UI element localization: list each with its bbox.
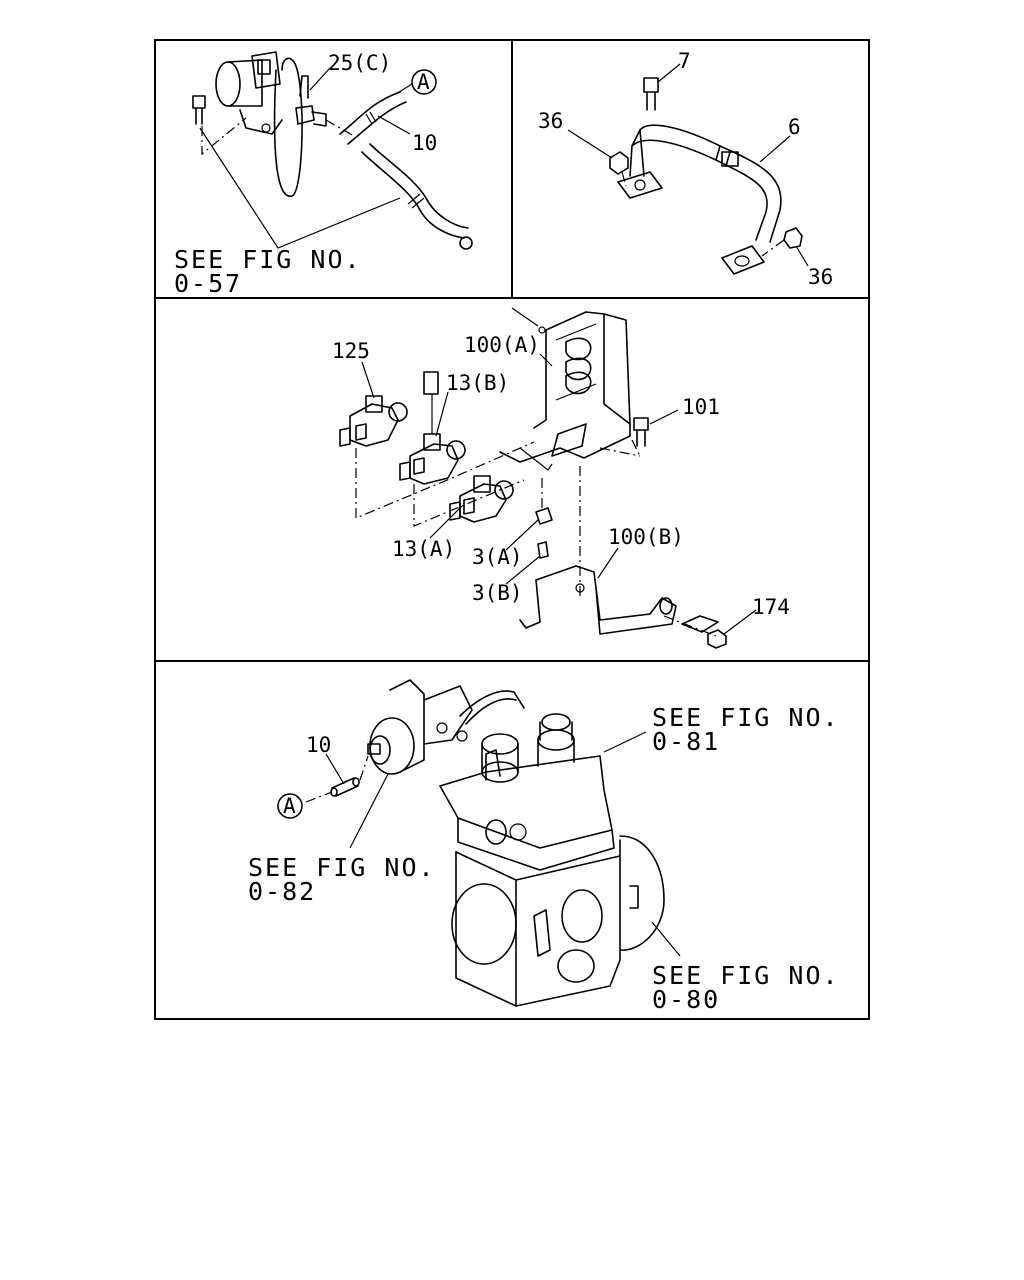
label-3a: 3(A) — [472, 545, 523, 569]
label-125: 125 — [332, 339, 370, 363]
leader-see-fig-81 — [603, 731, 647, 753]
leader-101 — [649, 409, 679, 425]
see-fig-80-number: 0-80 — [652, 985, 720, 1014]
leader-10 — [377, 115, 411, 135]
label-13a: 13(A) — [392, 537, 455, 561]
bracket-assembly-drawing — [339, 307, 727, 649]
leader-3b — [505, 555, 541, 585]
leader-100a — [539, 353, 553, 367]
leader-25c — [309, 67, 331, 91]
leader-6 — [759, 135, 791, 163]
label-3b: 3(B) — [472, 581, 523, 605]
label-13b: 13(B) — [446, 371, 509, 395]
leader-7 — [657, 63, 681, 83]
see-fig-80-text: SEE FIG NO. — [652, 961, 840, 990]
see-fig-text: SEE FIG NO. — [174, 245, 362, 274]
vsv-valve-drawing — [192, 51, 473, 250]
leader-10-bottom — [325, 753, 345, 785]
label-101: 101 — [682, 395, 720, 419]
label-10-bottom: 10 — [306, 733, 331, 757]
reference-circle-a — [411, 69, 437, 95]
label-10: 10 — [412, 131, 437, 155]
leader-a — [395, 83, 413, 95]
label-25c: 25(C) — [328, 51, 391, 75]
leader-3a — [505, 519, 539, 551]
diagram-frame — [154, 39, 870, 1020]
see-fig-82-text: SEE FIG NO. — [248, 853, 436, 882]
label-7: 7 — [678, 49, 691, 73]
leader-36-left — [567, 129, 613, 159]
label-174: 174 — [752, 595, 790, 619]
pipe-drawing — [609, 77, 803, 275]
leader-13b — [435, 391, 449, 437]
leader-174 — [723, 609, 757, 635]
see-fig-82-number: 0-82 — [248, 877, 316, 906]
leader-13a — [429, 505, 463, 539]
label-6: 6 — [788, 115, 801, 139]
panel-bottom: 10 A SEE FIG NO. 0-81 SEE FIG NO. 0-82 S… — [248, 679, 840, 1014]
see-fig-81-text: SEE FIG NO. — [652, 703, 840, 732]
leader-see-fig-80 — [651, 921, 681, 957]
label-100a: 100(A) — [464, 333, 540, 357]
leader-100b — [597, 547, 619, 579]
panel-top-right: 7 36 6 36 — [538, 49, 833, 289]
reference-circle-a-bottom — [277, 793, 303, 819]
leader-125 — [361, 361, 375, 399]
see-fig-81-number: 0-81 — [652, 727, 720, 756]
panel-top-left: 25(C) A 10 SEE FIG NO. 0-57 — [174, 51, 473, 298]
throttle-body-drawing — [305, 679, 665, 1007]
label-100b: 100(B) — [608, 525, 684, 549]
see-fig-number: 0-57 — [174, 269, 242, 298]
leader-see-fig-82 — [349, 773, 389, 849]
panel-middle: 125 100(A) 13(B) 101 13(A) 3(A) 3(B) 100… — [332, 307, 790, 649]
label-ref-a: A — [417, 70, 430, 94]
label-ref-a-bottom: A — [283, 794, 296, 818]
leader-36-right — [795, 245, 809, 267]
label-36-right: 36 — [808, 265, 833, 289]
label-36-left: 36 — [538, 109, 563, 133]
